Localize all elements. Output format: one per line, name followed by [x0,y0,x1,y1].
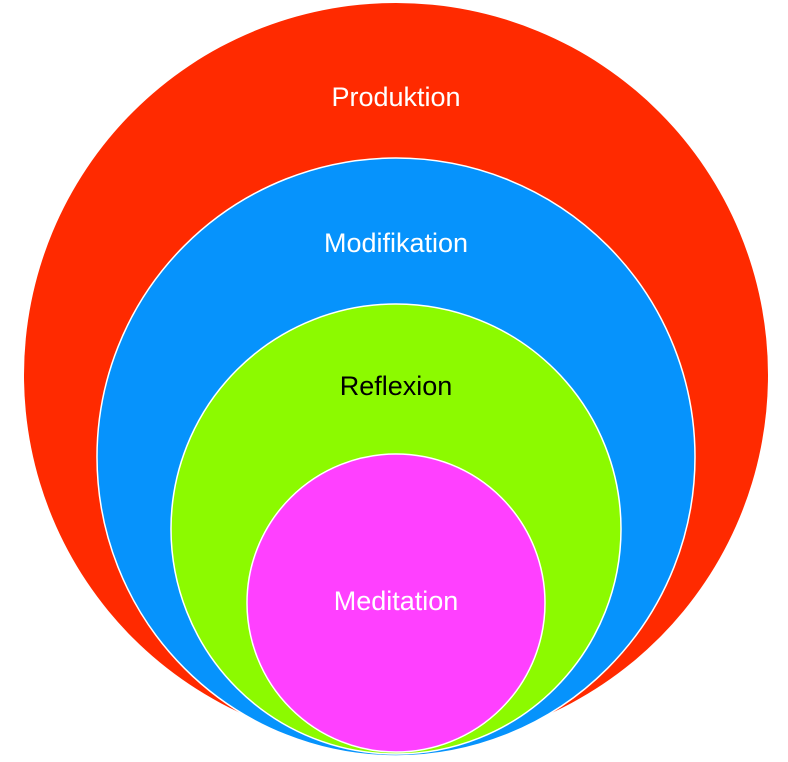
ring-meditation [246,453,546,753]
label-produktion: Produktion [331,82,460,112]
label-meditation: Meditation [334,586,459,616]
label-modifikation: Modifikation [324,228,468,258]
label-reflexion: Reflexion [340,371,453,401]
